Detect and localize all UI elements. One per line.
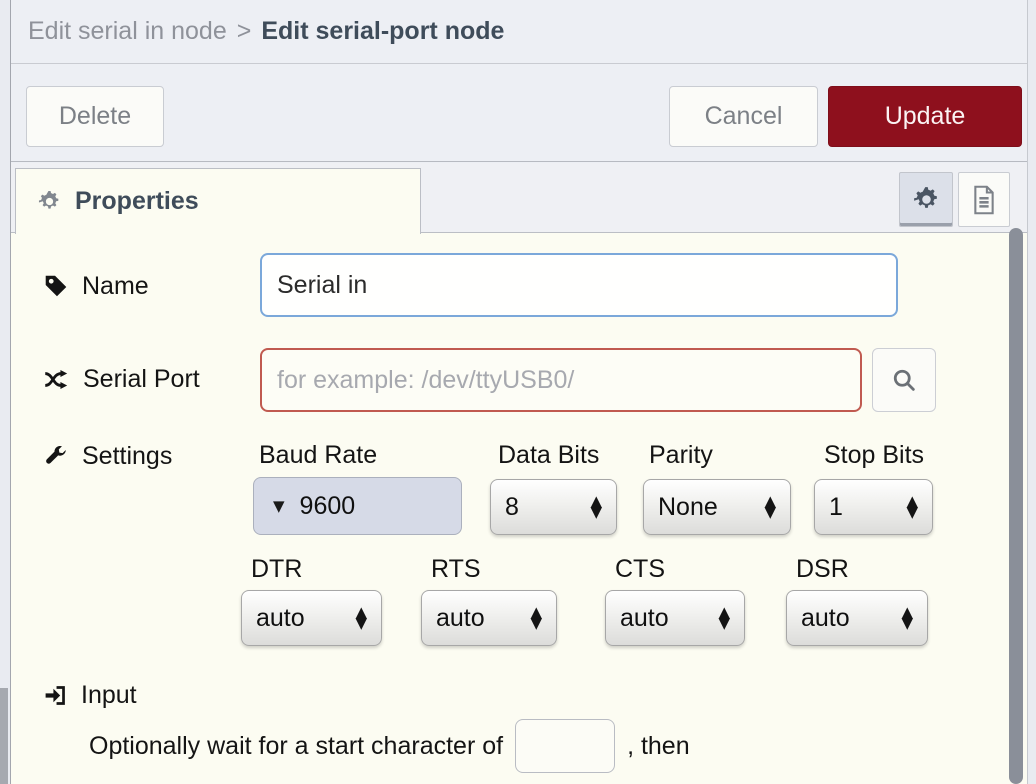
rts-select[interactable]: auto ▲▼ (421, 590, 557, 646)
stop-bits-label: Stop Bits (824, 441, 925, 469)
stop-bits-select[interactable]: 1 ▲▼ (814, 479, 933, 535)
serial-port-lookup-button[interactable] (872, 348, 936, 412)
cts-select[interactable]: auto ▲▼ (605, 590, 745, 646)
tag-icon (43, 273, 69, 299)
rts-label: RTS (431, 555, 481, 583)
caret-down-icon: ▼ (273, 497, 285, 515)
page-scrollbar-thumb[interactable] (0, 688, 8, 784)
tab-bar: Properties (11, 163, 1027, 234)
select-arrows-icon: ▲▼ (901, 603, 913, 632)
data-bits-value: 8 (505, 492, 519, 521)
input-section-label: Input (43, 673, 137, 717)
select-arrows-icon: ▲▼ (355, 603, 367, 632)
breadcrumb-separator: > (236, 17, 252, 45)
name-input[interactable] (260, 253, 898, 317)
parity-value: None (658, 492, 718, 521)
properties-form: Properties (11, 163, 1027, 784)
page-title: Edit serial-port node (261, 17, 505, 45)
gear-icon (913, 186, 940, 213)
search-icon (890, 366, 918, 394)
cts-value: auto (620, 603, 669, 632)
node-settings-button[interactable] (899, 172, 953, 227)
dialog-toolbar: Delete Cancel Update (11, 64, 1027, 162)
document-icon (970, 185, 998, 215)
serial-port-field-label-text: Serial Port (83, 364, 200, 393)
cts-label: CTS (615, 555, 665, 583)
settings-section-label-text: Settings (82, 441, 173, 470)
wait-text-after: , then (627, 731, 690, 760)
gear-icon (38, 190, 61, 213)
parity-label: Parity (649, 441, 713, 469)
sign-in-icon (43, 683, 68, 708)
node-docs-button[interactable] (958, 172, 1010, 227)
parity-select[interactable]: None ▲▼ (643, 479, 791, 535)
baud-rate-value: 9600 (299, 491, 356, 520)
wrench-icon (43, 443, 69, 469)
select-arrows-icon: ▲▼ (764, 492, 776, 521)
baud-rate-dropdown[interactable]: ▼ 9600 (253, 477, 462, 535)
baud-rate-label: Baud Rate (259, 441, 378, 469)
breadcrumb: Edit serial in node > Edit serial-port n… (11, 0, 1027, 64)
data-bits-select[interactable]: 8 ▲▼ (490, 479, 617, 535)
data-bits-label: Data Bits (498, 441, 600, 469)
wait-start-character-row: Optionally wait for a start character of… (89, 718, 690, 774)
select-arrows-icon: ▲▼ (530, 603, 542, 632)
serial-port-input[interactable] (260, 348, 862, 412)
cancel-button[interactable]: Cancel (669, 86, 818, 147)
stop-bits-value: 1 (829, 492, 843, 521)
tab-properties[interactable]: Properties (15, 168, 421, 234)
input-section-label-text: Input (81, 680, 137, 709)
select-arrows-icon: ▲▼ (718, 603, 730, 632)
dtr-label: DTR (251, 555, 303, 583)
delete-button[interactable]: Delete (26, 86, 164, 147)
select-arrows-icon: ▲▼ (590, 492, 602, 521)
dsr-value: auto (801, 603, 850, 632)
select-arrows-icon: ▲▼ (906, 492, 918, 521)
update-button[interactable]: Update (828, 86, 1022, 147)
serial-port-field-label: Serial Port (43, 357, 200, 401)
dtr-select[interactable]: auto ▲▼ (241, 590, 382, 646)
breadcrumb-parent-link[interactable]: Edit serial in node (28, 17, 227, 45)
settings-section-label: Settings (43, 434, 172, 478)
wait-text-before: Optionally wait for a start character of (89, 731, 504, 760)
dsr-select[interactable]: auto ▲▼ (786, 590, 928, 646)
dialog-scrollbar-thumb[interactable] (1009, 228, 1023, 784)
shuffle-icon (43, 366, 70, 393)
edit-node-dialog: Edit serial in node > Edit serial-port n… (10, 0, 1028, 784)
name-field-label-text: Name (82, 271, 149, 300)
start-character-input[interactable] (515, 719, 616, 773)
rts-value: auto (436, 603, 485, 632)
name-field-label: Name (43, 264, 149, 308)
dtr-value: auto (256, 603, 305, 632)
tab-properties-label: Properties (75, 187, 199, 215)
dsr-label: DSR (796, 555, 849, 583)
